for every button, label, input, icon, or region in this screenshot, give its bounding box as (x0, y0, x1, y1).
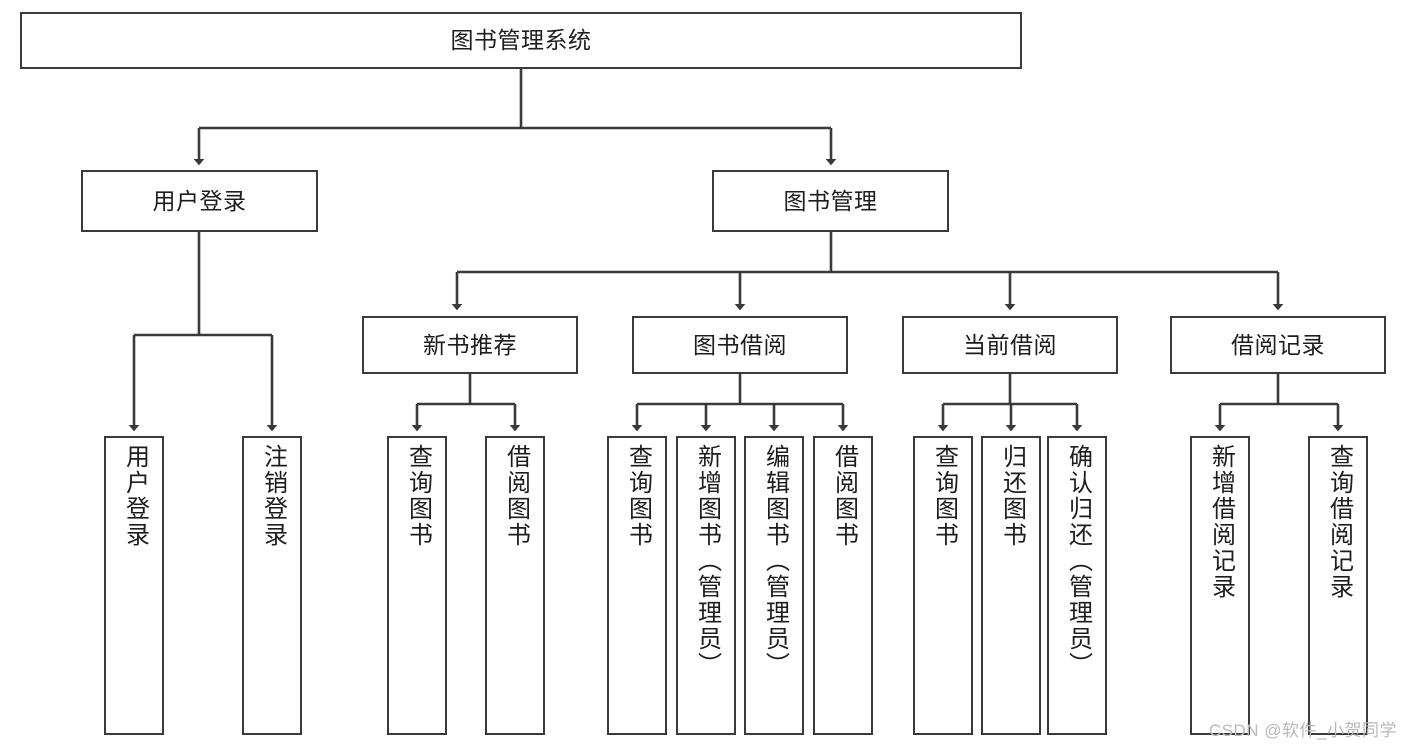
node-user-login[interactable]: 用户登录 (81, 170, 318, 232)
node-book-borrow[interactable]: 图书借阅 (632, 316, 848, 374)
node-leaf-add-record[interactable]: 新增借阅记录 (1190, 436, 1250, 735)
node-leaf-logout-label: 注销登录 (259, 444, 287, 548)
node-leaf-borrow-book-2[interactable]: 借阅图书 (813, 436, 873, 735)
node-leaf-borrow-book-1[interactable]: 借阅图书 (485, 436, 545, 735)
node-new-book-rec-label: 新书推荐 (423, 331, 517, 358)
node-leaf-return-book[interactable]: 归还图书 (981, 436, 1041, 735)
node-book-manage-label: 图书管理 (783, 187, 878, 214)
node-leaf-query-record[interactable]: 查询借阅记录 (1308, 436, 1368, 735)
node-leaf-borrow-book-2-label: 借阅图书 (830, 444, 858, 548)
node-leaf-user-login-label: 用户登录 (121, 444, 149, 548)
node-root[interactable]: 图书管理系统 (20, 12, 1022, 69)
node-leaf-query-record-label: 查询借阅记录 (1325, 444, 1353, 600)
node-book-manage[interactable]: 图书管理 (712, 170, 949, 232)
node-leaf-confirm-return-label: 确认归还（管理员） (1064, 444, 1092, 678)
node-leaf-borrow-book-1-label: 借阅图书 (502, 444, 530, 548)
node-leaf-query-book-1-label: 查询图书 (404, 444, 432, 548)
node-root-label: 图书管理系统 (450, 27, 592, 54)
node-leaf-query-book-1[interactable]: 查询图书 (387, 436, 447, 735)
node-leaf-query-book-3-label: 查询图书 (930, 444, 958, 548)
node-new-book-rec[interactable]: 新书推荐 (362, 316, 578, 374)
node-leaf-user-login[interactable]: 用户登录 (104, 436, 164, 735)
node-leaf-confirm-return[interactable]: 确认归还（管理员） (1047, 436, 1107, 735)
node-current-borrow-label: 当前借阅 (963, 331, 1057, 358)
node-current-borrow[interactable]: 当前借阅 (902, 316, 1118, 374)
watermark-text: CSDN @软件_小贺同学 (1208, 721, 1397, 740)
node-leaf-logout[interactable]: 注销登录 (242, 436, 302, 735)
node-leaf-add-record-label: 新增借阅记录 (1207, 444, 1235, 600)
node-leaf-return-book-label: 归还图书 (998, 444, 1026, 548)
node-leaf-add-book-label: 新增图书（管理员） (693, 444, 721, 678)
node-leaf-query-book-3[interactable]: 查询图书 (913, 436, 973, 735)
node-leaf-query-book-2-label: 查询图书 (624, 444, 652, 548)
node-book-borrow-label: 图书借阅 (693, 331, 787, 358)
node-borrow-record-label: 借阅记录 (1231, 331, 1325, 358)
node-leaf-query-book-2[interactable]: 查询图书 (607, 436, 667, 735)
node-leaf-edit-book[interactable]: 编辑图书（管理员） (744, 436, 804, 735)
node-borrow-record[interactable]: 借阅记录 (1170, 316, 1386, 374)
node-leaf-add-book[interactable]: 新增图书（管理员） (676, 436, 736, 735)
node-leaf-edit-book-label: 编辑图书（管理员） (761, 444, 789, 678)
node-user-login-label: 用户登录 (152, 187, 247, 214)
